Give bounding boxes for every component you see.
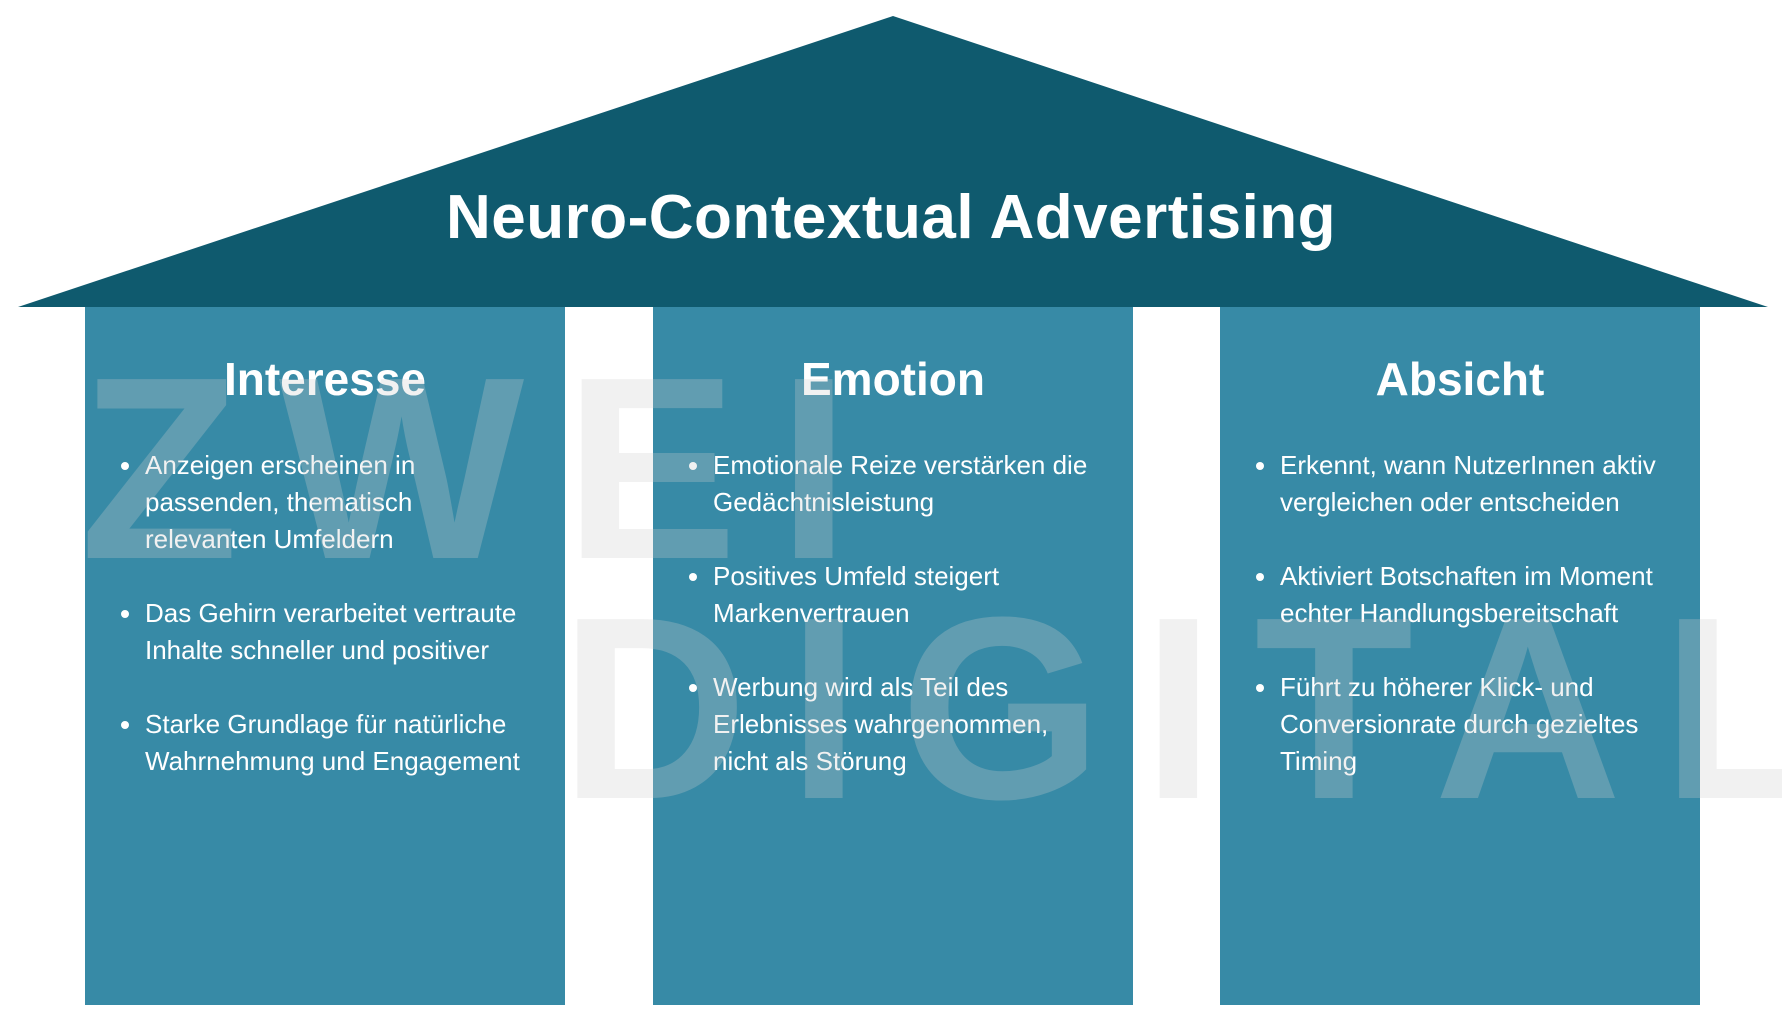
roof-shape [18, 16, 1768, 307]
list-item: Positives Umfeld steigert Markenvertraue… [689, 558, 1105, 632]
list-item: Anzeigen erscheinen in passenden, themat… [121, 447, 537, 558]
pillar-emotion: Emotion Emotionale Reize verstärken die … [653, 307, 1133, 1005]
pillar-title: Interesse [223, 353, 426, 405]
list-item: Aktiviert Botschaften im Moment echter H… [1256, 558, 1672, 632]
list-item: Führt zu höherer Klick- und Conversionra… [1256, 669, 1672, 780]
diagram-title: Neuro-Contextual Advertising [445, 183, 1337, 252]
roof-triangle [18, 16, 1768, 307]
pillar-absicht: Absicht Erkennt, wann NutzerInnen aktiv … [1220, 307, 1700, 1005]
pillar-title: Absicht [1375, 353, 1545, 405]
bullet-list: Emotionale Reize verstärken die Gedächtn… [689, 447, 1105, 817]
pillar-interesse: Interesse Anzeigen erscheinen in passend… [85, 307, 565, 1005]
list-item: Starke Grundlage für natürliche Wahrnehm… [121, 706, 537, 780]
list-item: Werbung wird als Teil des Erlebnisses wa… [689, 669, 1105, 780]
bullet-list: Erkennt, wann NutzerInnen aktiv vergleic… [1256, 447, 1672, 817]
bullet-list: Anzeigen erscheinen in passenden, themat… [121, 447, 537, 817]
pillar-title: Emotion [801, 353, 985, 405]
list-item: Erkennt, wann NutzerInnen aktiv vergleic… [1256, 447, 1672, 521]
list-item: Das Gehirn verarbeitet vertraute Inhalte… [121, 595, 537, 669]
list-item: Emotionale Reize verstärken die Gedächtn… [689, 447, 1105, 521]
